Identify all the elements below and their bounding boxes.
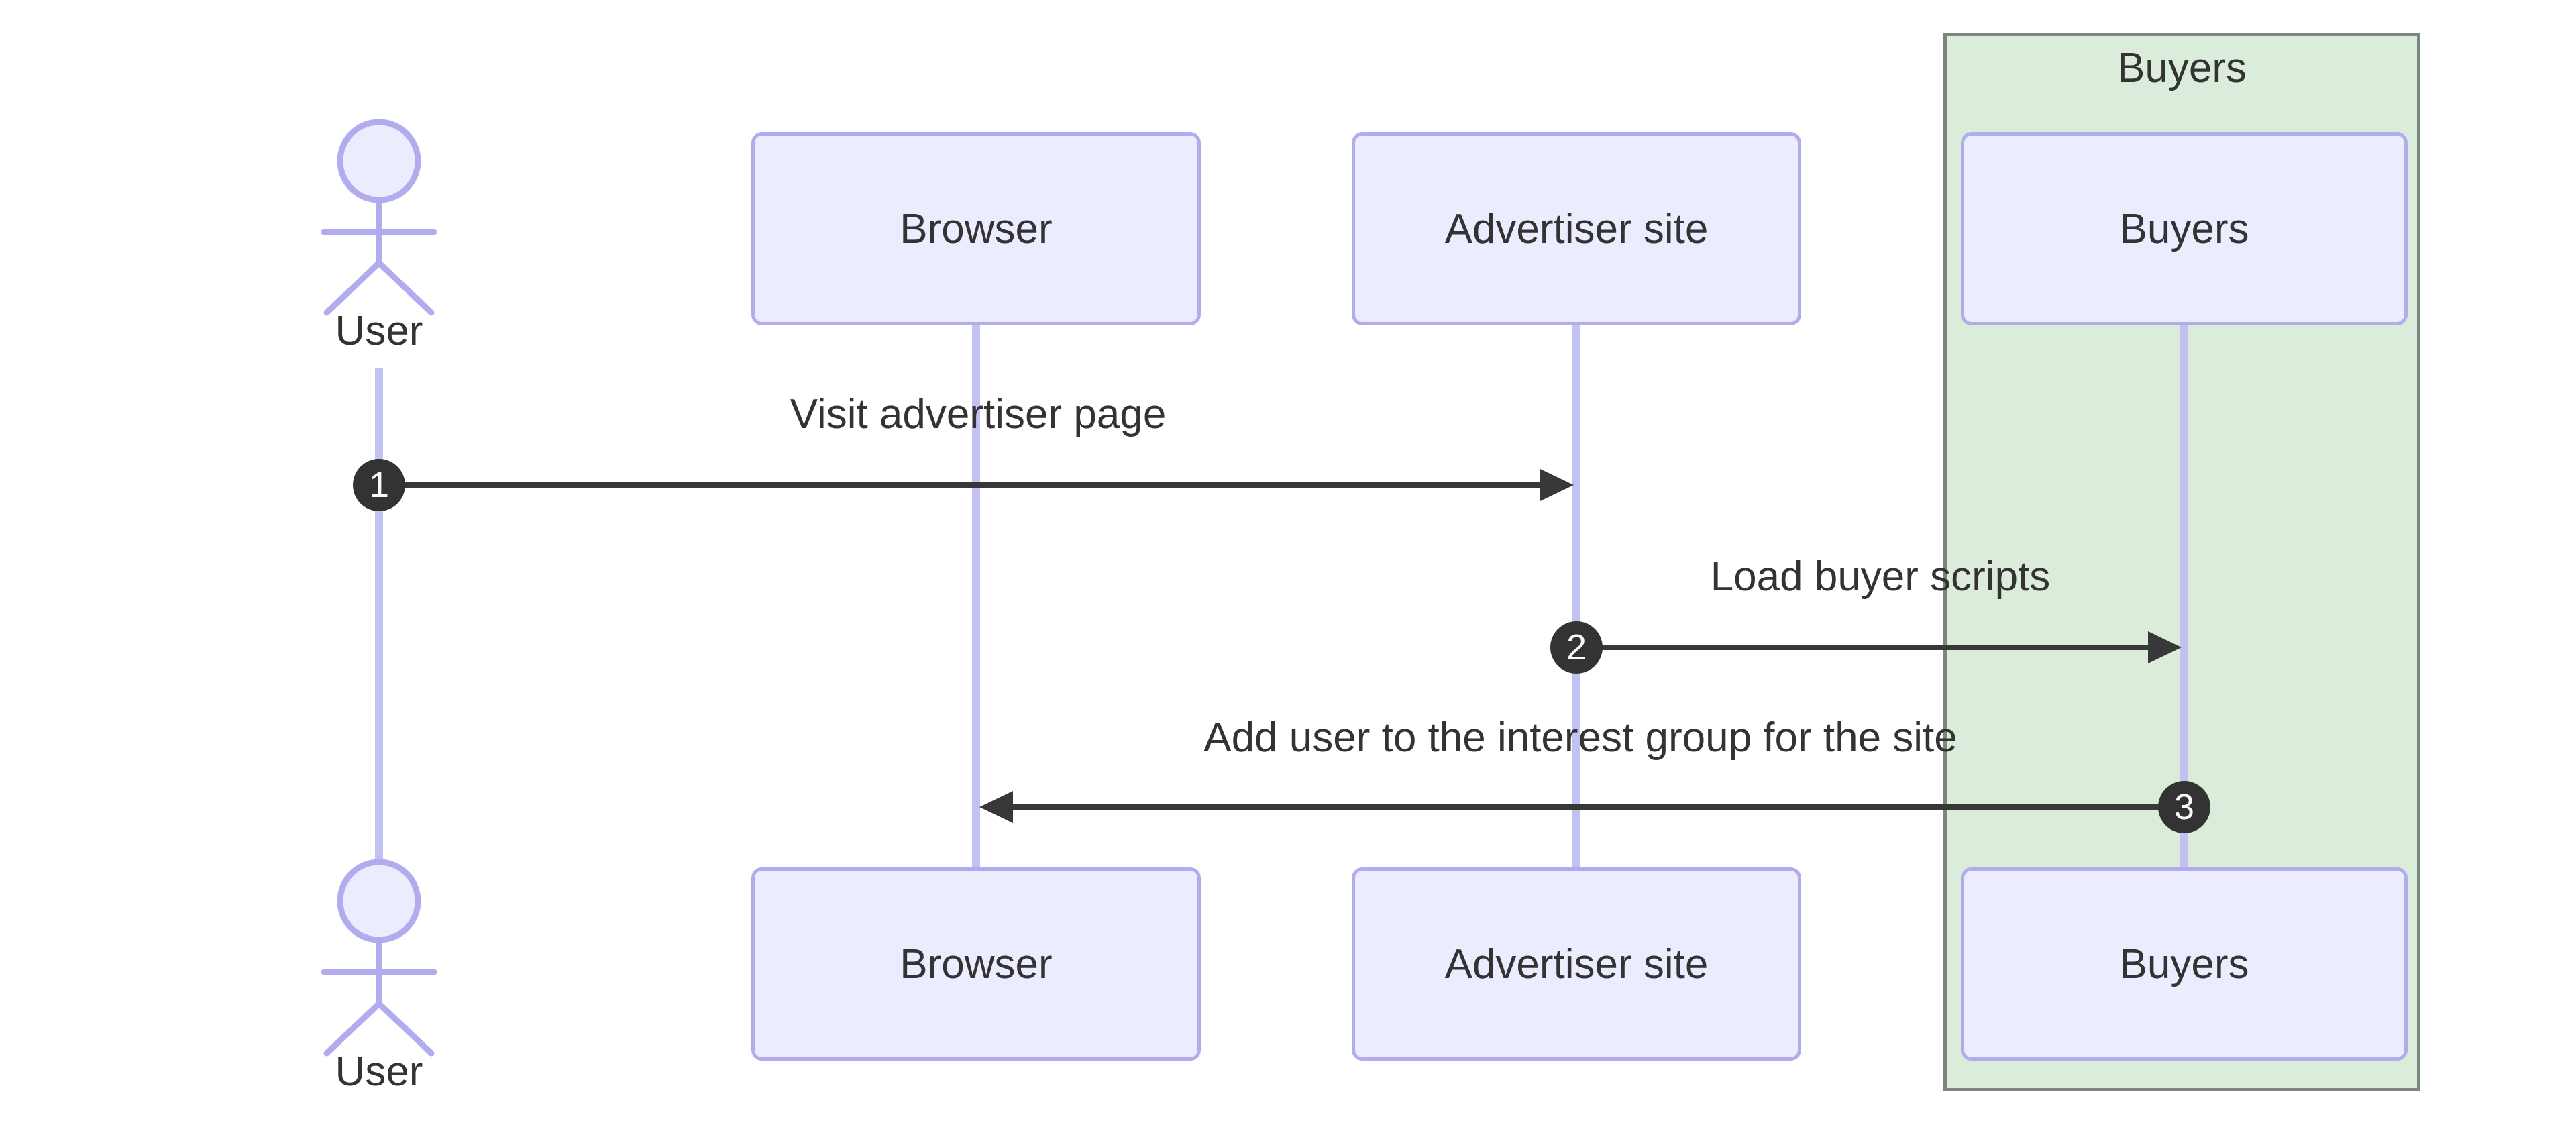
message-1-label: Visit advertiser page (790, 391, 1167, 437)
buyers-group-label: Buyers (2117, 45, 2247, 91)
participant-box-browser-bottom: Browser (751, 867, 1201, 1061)
participant-label: Browser (900, 205, 1053, 252)
actor-head-icon (337, 859, 421, 943)
actor-user-label-top: User (335, 308, 423, 354)
participant-box-buyers-bottom: Buyers (1961, 867, 2408, 1061)
message-3-number-badge: 3 (2158, 781, 2210, 833)
arrowhead-left-icon (979, 791, 1013, 823)
participant-label: Buyers (2119, 205, 2249, 252)
participant-box-advertiser-site-bottom: Advertiser site (1352, 867, 1801, 1061)
participant-box-advertiser-site-top: Advertiser site (1352, 132, 1801, 325)
message-3-arrow (979, 791, 2184, 823)
message-2-label: Load buyer scripts (1710, 553, 2051, 600)
participant-box-buyers-top: Buyers (1961, 132, 2408, 325)
participant-label: Browser (900, 941, 1053, 987)
participant-label: Advertiser site (1444, 941, 1709, 987)
message-2-arrow (1576, 631, 2182, 663)
actor-user-figure-bottom (321, 859, 437, 1057)
arrowhead-right-icon (2148, 631, 2182, 663)
message-1-arrow (379, 469, 1574, 501)
message-2-number-badge: 2 (1550, 621, 1603, 674)
arrowhead-right-icon (1540, 469, 1574, 501)
participant-box-browser-top: Browser (751, 132, 1201, 325)
participant-label: Advertiser site (1444, 205, 1709, 252)
message-3-label: Add user to the interest group for the s… (1203, 714, 1957, 761)
participant-label: Buyers (2119, 941, 2249, 987)
message-1-number-badge: 1 (353, 459, 405, 511)
actor-head-icon (337, 119, 421, 203)
actor-user-figure-top (321, 119, 437, 316)
actor-user-label-bottom: User (335, 1049, 423, 1095)
